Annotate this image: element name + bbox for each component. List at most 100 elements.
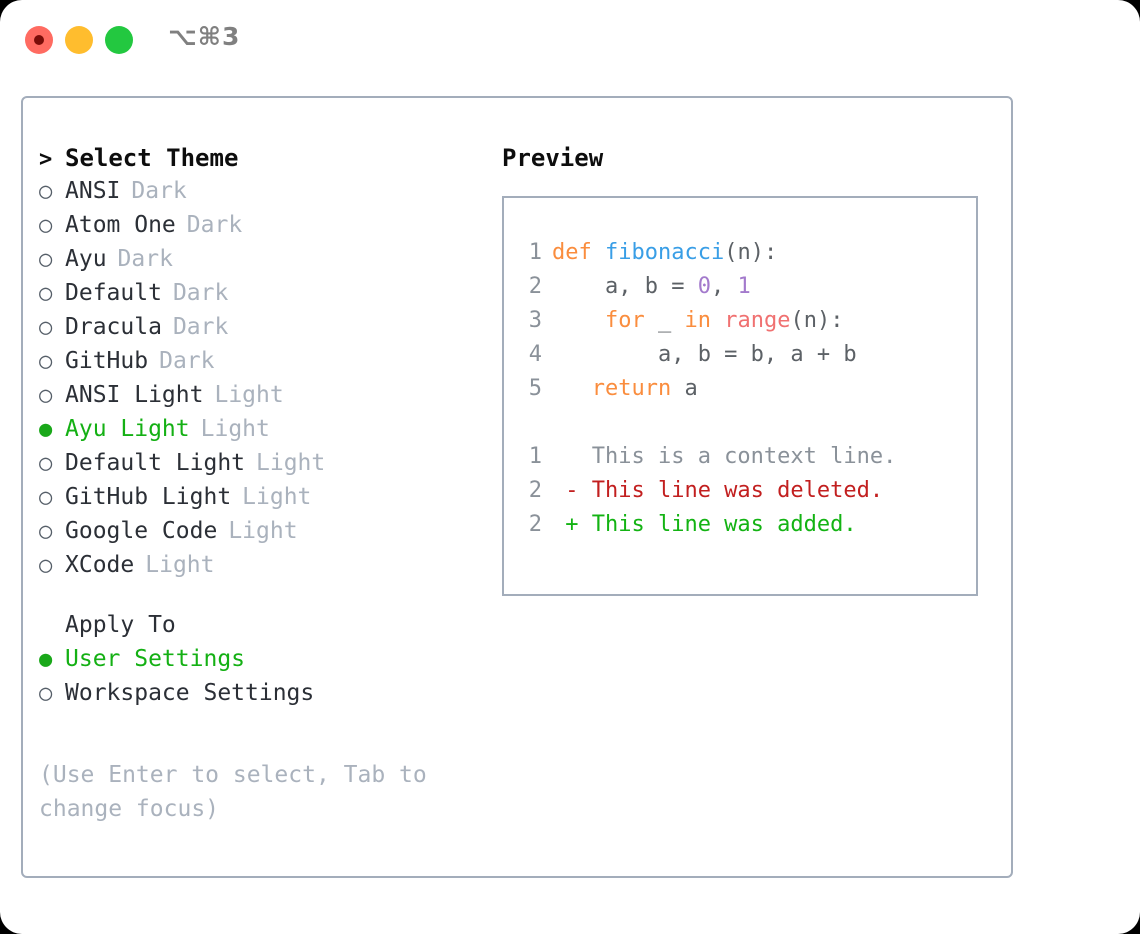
radio-unselected-icon: ○ — [39, 315, 53, 340]
theme-list-item[interactable]: ○ Dracula Dark — [39, 314, 469, 348]
code-token-plain: (n): — [724, 240, 778, 265]
code-line — [516, 410, 970, 444]
code-token-kw: return — [591, 376, 672, 401]
theme-variant-tag: Dark — [172, 280, 229, 306]
code-token-plain: _ — [644, 308, 685, 333]
code-line-text: def fibonacci(n): — [552, 240, 777, 265]
radio-selected-icon: ● — [39, 647, 53, 672]
theme-variant-tag: Dark — [186, 212, 243, 238]
theme-name: Atom One — [65, 212, 176, 238]
theme-list-item[interactable]: ○ Default Dark — [39, 280, 469, 314]
theme-name: ANSI Light — [65, 382, 204, 408]
code-token-plain: , — [710, 274, 738, 299]
code-line-number: 2 — [528, 274, 542, 299]
theme-name: GitHub Light — [65, 484, 232, 510]
preview-label: Preview — [502, 144, 604, 172]
theme-list-item[interactable]: ○ Atom One Dark — [39, 212, 469, 246]
code-token-plain — [552, 376, 592, 401]
code-line-text: This is a context line. — [552, 444, 897, 469]
theme-list-item[interactable]: ○ ANSI Light Light — [39, 382, 469, 416]
radio-unselected-icon: ○ — [39, 281, 53, 306]
code-line: 4 a, b = b, a + b — [516, 342, 970, 376]
code-token-fn: fibonacci — [604, 240, 725, 265]
radio-unselected-icon: ○ — [39, 213, 53, 238]
theme-variant-tag: Light — [228, 518, 298, 544]
title-bar: ⌥⌘3 — [0, 0, 1140, 78]
theme-variant-tag: Dark — [172, 314, 229, 340]
theme-name: Dracula — [65, 314, 162, 340]
code-token-plain: a, b = b, a + b — [552, 342, 857, 367]
radio-unselected-icon: ○ — [39, 553, 53, 578]
radio-unselected-icon: ○ — [39, 179, 53, 204]
theme-name: Default — [65, 280, 162, 306]
theme-variant-tag: Light — [256, 450, 326, 476]
code-line-text: a, b = b, a + b — [552, 342, 857, 367]
apply-to-option-label: Workspace Settings — [65, 680, 315, 706]
radio-selected-icon: ● — [39, 417, 53, 442]
code-line-number: 4 — [528, 342, 542, 367]
radio-unselected-icon: ○ — [39, 681, 53, 706]
code-line-text — [552, 410, 565, 435]
code-token-ctx: This is a context line. — [552, 444, 897, 469]
code-token-call: range — [724, 308, 791, 333]
code-line: 5 return a — [516, 376, 970, 410]
theme-variant-tag: Dark — [117, 246, 173, 272]
prompt-caret-icon: > — [39, 147, 53, 172]
apply-to-header-label: Apply To — [65, 612, 176, 638]
theme-variant-tag: Light — [214, 382, 284, 408]
code-line: 3 for _ in range(n): — [516, 308, 970, 342]
theme-name: Default Light — [65, 450, 246, 476]
code-line-text: return a — [552, 376, 698, 401]
code-token-plain — [552, 410, 565, 435]
theme-list-item[interactable]: ○ GitHub Dark — [39, 348, 469, 382]
code-line: 2 - This line was deleted. — [516, 478, 970, 512]
radio-unselected-icon: ○ — [39, 349, 53, 374]
code-token-kw: for — [604, 308, 645, 333]
code-token-plain — [552, 308, 605, 333]
theme-name: Ayu Light — [65, 416, 190, 442]
radio-unselected-icon: ○ — [39, 519, 53, 544]
theme-variant-tag: Light — [200, 416, 270, 442]
apply-to-option[interactable]: ○ Workspace Settings — [39, 680, 469, 714]
apply-to-header-bullet-placeholder: ○ — [39, 613, 65, 638]
window-title: ⌥⌘3 — [168, 22, 241, 51]
code-token-kw: def — [552, 240, 605, 265]
theme-list-item[interactable]: ● Ayu Light Light — [39, 416, 469, 450]
theme-name: GitHub — [65, 348, 149, 374]
apply-to-option[interactable]: ●User Settings — [39, 646, 469, 680]
theme-variant-tag: Dark — [131, 178, 187, 204]
minimize-window-button[interactable] — [65, 26, 93, 54]
code-line-number: 2 — [528, 512, 542, 537]
radio-unselected-icon: ○ — [39, 485, 53, 510]
radio-unselected-icon: ○ — [39, 383, 53, 408]
code-token-add: + This line was added. — [552, 512, 857, 537]
code-line: 2 + This line was added. — [516, 512, 970, 546]
code-token-plain: (n): — [790, 308, 844, 333]
maximize-window-button[interactable] — [105, 26, 133, 54]
close-window-button[interactable] — [25, 26, 53, 54]
code-line-text: - This line was deleted. — [552, 478, 883, 503]
theme-list-item[interactable]: ○ XCode Light — [39, 552, 469, 586]
code-token-plain — [711, 308, 724, 333]
theme-picker-header-label: Select Theme — [65, 144, 239, 172]
theme-variant-tag: Light — [145, 552, 215, 578]
code-line-number: 1 — [528, 444, 542, 469]
code-token-num: 1 — [737, 274, 751, 299]
code-line-number: 2 — [528, 478, 542, 503]
code-line-text: + This line was added. — [552, 512, 857, 537]
code-line-number: 3 — [528, 308, 542, 333]
theme-variant-tag: Dark — [159, 348, 215, 374]
theme-name: XCode — [65, 552, 135, 578]
radio-unselected-icon: ○ — [39, 247, 53, 272]
code-line: 2 a, b = 0, 1 — [516, 274, 970, 308]
code-token-kw: in — [684, 308, 711, 333]
